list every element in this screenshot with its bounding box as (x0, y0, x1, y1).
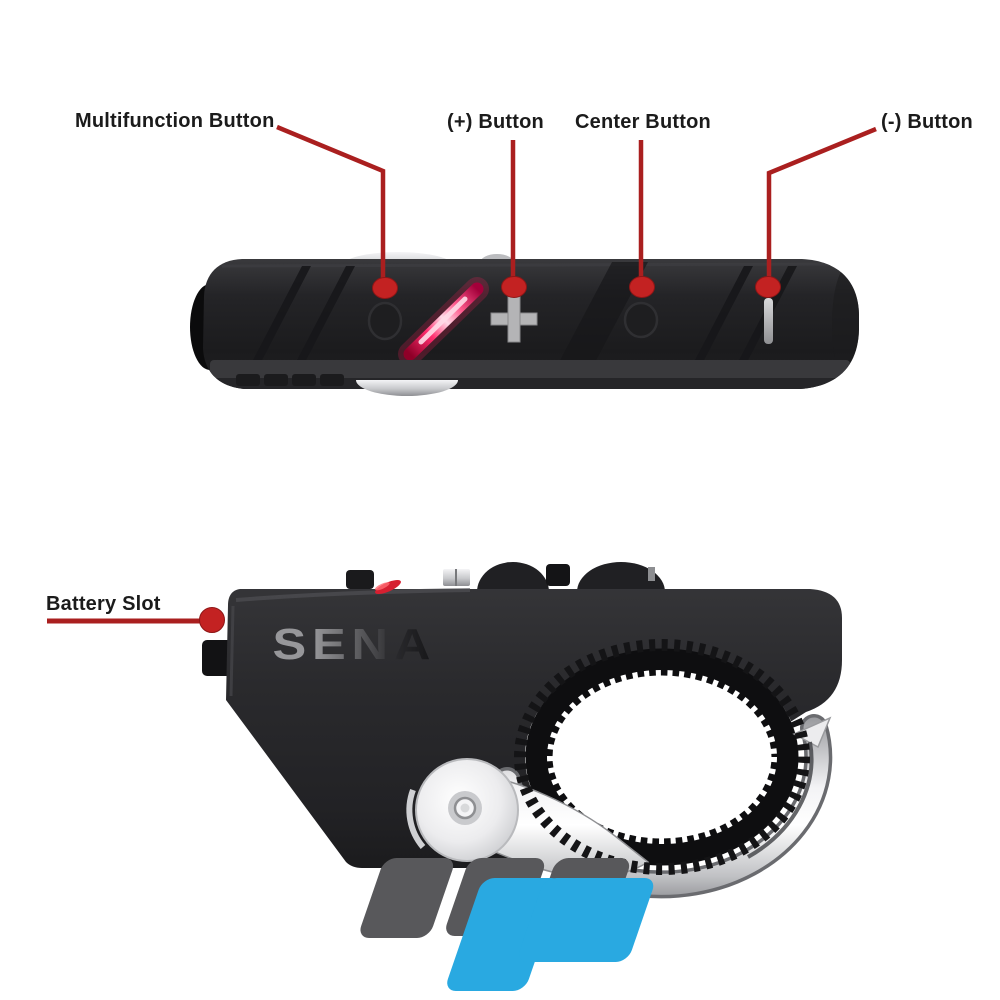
callout-dots (199, 276, 781, 633)
logo-blue-shape-1 (447, 878, 561, 991)
lever-inner-groove (747, 741, 814, 859)
multifunction-button (367, 301, 403, 341)
minus-button-symbol (764, 298, 773, 344)
led-sliver (374, 579, 401, 595)
callout-dot-battery (199, 607, 225, 633)
label-minus-button: (-) Button (881, 111, 973, 133)
callout-dot-minus (755, 276, 781, 298)
lever-tip (792, 716, 832, 749)
label-multifunction-button: Multifunction Button (75, 110, 275, 132)
top-small-button-1 (346, 570, 374, 589)
body-left-edge-highlight (229, 605, 235, 697)
lip-notches (236, 374, 344, 386)
callout-line-minus (766, 126, 877, 283)
watermark-logo (360, 858, 654, 991)
adjustment-disc (406, 758, 519, 862)
logo-gray-shape-1 (360, 858, 454, 938)
callout-line-multifunction (276, 124, 386, 285)
label-center-button: Center Button (575, 111, 711, 133)
label-battery-slot: Battery Slot (46, 593, 161, 615)
side-device: SENA (202, 562, 842, 899)
top-edge-highlight (221, 262, 839, 268)
clamp-ring-inner-teeth (547, 670, 777, 844)
clamp-band-bottom (356, 380, 458, 396)
clamp-ring (525, 648, 799, 866)
antenna-pin (648, 567, 655, 581)
logo-blue-shape-2 (519, 878, 654, 962)
callout-lines (47, 124, 877, 624)
top-device (190, 252, 859, 396)
clamp-hole (525, 650, 799, 864)
bottom-lip-shade (214, 378, 846, 389)
top-small-button-2 (546, 564, 570, 586)
center-button (623, 301, 659, 339)
label-plus-button: (+) Button (447, 111, 544, 133)
body-bevel-highlight (235, 588, 471, 602)
bottom-lip (210, 360, 850, 380)
clamp-ring-outer-teeth (514, 639, 810, 875)
callout-dot-center (629, 276, 655, 298)
callout-dot-plus (501, 276, 527, 298)
callout-dot-multifunction (372, 277, 398, 299)
sena-logo-text: SENA (273, 620, 437, 669)
metal-clip (443, 569, 470, 586)
led-indicator (398, 277, 489, 366)
